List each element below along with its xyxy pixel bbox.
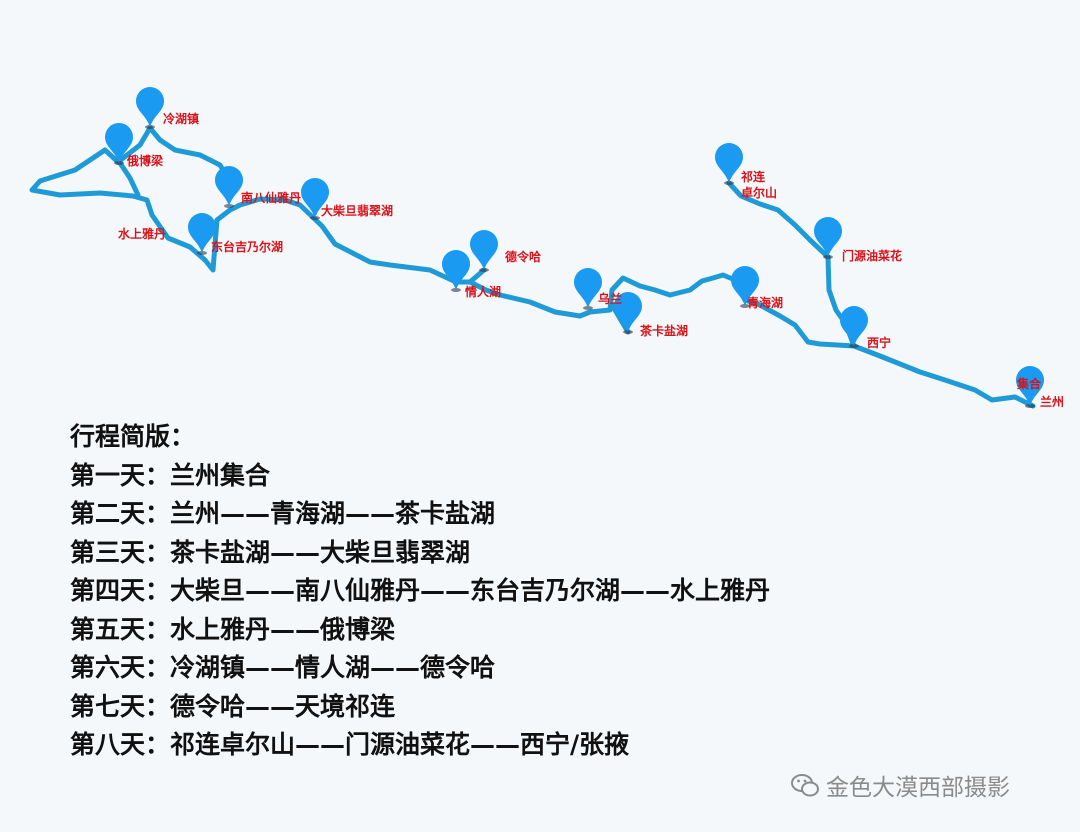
itinerary-day-1: 第一天：兰州集合 [70,460,271,490]
place-label-xining: 西宁 [867,336,892,350]
map-pin-icon [715,143,743,185]
map-pin-icon [188,213,216,255]
wechat-icon [791,774,819,797]
itinerary-day-2: 第二天：兰州——青海湖——茶卡盐湖 [70,499,496,528]
map-pin-icon [136,87,164,129]
map-pin-icon [1016,366,1044,408]
place-label-qingrenhu: 情人湖 [465,285,502,299]
place-label-shuishang: 水上雅丹 [118,227,167,241]
map-pin-icon [105,122,133,165]
map-pin-icon [442,250,470,292]
map-pin-icon [731,266,759,308]
place-label-qilian: 祁连 [741,170,766,184]
itinerary-day-7: 第七天：德令哈——天境祁连 [70,691,396,721]
map-pin-icon [574,268,602,310]
itinerary-title: 行程简版： [70,422,196,451]
place-label-zhuoershan: 卓尔山 [741,186,778,200]
itinerary: 行程简版： 第一天：兰州集合 第二天：兰州——青海湖——茶卡盐湖 第三天：茶卡盐… [70,418,770,765]
itinerary-day-8: 第八天：祁连卓尔山——门源油菜花——西宁/张掖 [70,730,630,759]
map-pin-icon [614,292,642,334]
map-pin-icon [215,166,243,208]
map-pin-icon [301,178,329,220]
route-delingha-link [467,267,487,285]
itinerary-day-6: 第六天：冷湖镇——情人湖——德令哈 [70,653,496,682]
itinerary-day-4: 第四天：大柴旦——南八仙雅丹——东台吉乃尔湖——水上雅丹 [70,576,771,605]
place-label-wulan: 乌兰 [598,292,623,306]
route-map [29,87,1044,409]
itinerary-day-5: 第五天：水上雅丹——俄博梁 [70,614,396,644]
place-label-nanbaxian: 南八仙雅丹 [241,191,302,205]
watermark-text: 金色大漠西部摄影 [826,775,1010,801]
place-label-dachaidan: 大柴旦翡翠湖 [321,204,394,218]
place-label-dongtaiji: 东台吉乃尔湖 [211,240,284,254]
place-label-lenghu: 冷湖镇 [163,112,200,126]
itinerary-day-3: 第三天：茶卡盐湖——大柴旦翡翠湖 [70,537,471,567]
map-pin-icon [840,306,868,348]
route-eboliang-branch [115,157,141,198]
place-label-qinghaihu: 青海湖 [747,296,784,310]
place-label-menyuan: 门源油菜花 [842,249,903,263]
place-label-lanzhou: 兰州 [1040,395,1065,409]
place-label-jihe: 集合 [1017,377,1042,391]
place-label-delingha: 德令哈 [505,250,542,264]
map-pin-icon [814,217,842,259]
map-pin-icon [470,230,498,272]
place-label-eboliang: 俄博梁 [127,154,164,168]
place-label-chaka: 茶卡盐湖 [640,324,689,338]
route-main [29,125,1036,409]
watermark: 金色大漠西部摄影 [790,768,1010,802]
